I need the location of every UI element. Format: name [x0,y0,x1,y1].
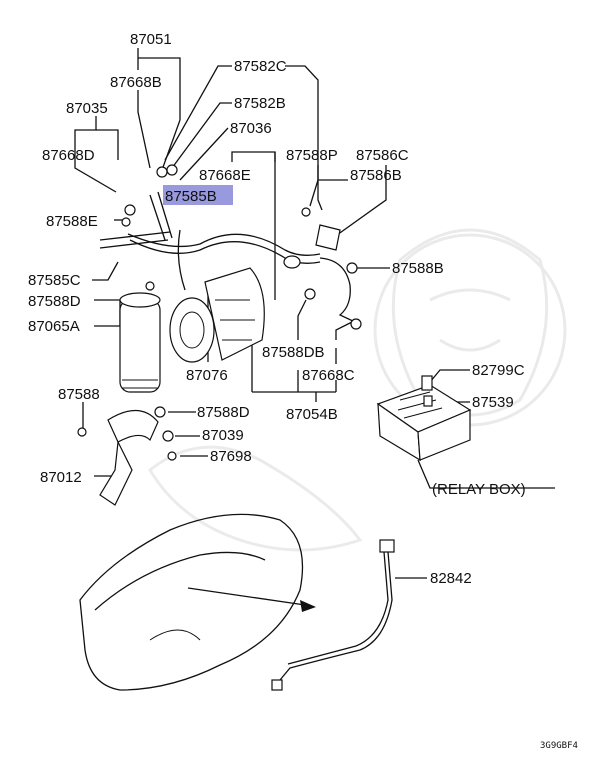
label-87668e: 87668E [199,167,251,184]
label-87668c: 87668C [302,367,355,384]
label-87054b: 87054B [286,406,338,423]
relay-box [376,375,472,462]
part-labels: 87051 87668B 87582C 87582B 87035 87036 8… [28,31,578,751]
label-87036: 87036 [230,120,272,137]
label-87588: 87588 [58,386,100,403]
label-82799c: 82799C [472,362,525,379]
label-87585b: 87585B [165,188,217,205]
label-87076: 87076 [186,367,228,384]
label-87539: 87539 [472,394,514,411]
label-87588p: 87588P [286,147,338,164]
label-relay-box: (RELAY BOX) [432,481,526,498]
figure-code: 3G9GBF4 [540,741,578,751]
label-87588d-left: 87588D [28,293,81,310]
label-87586b: 87586B [350,167,402,184]
label-87668d: 87668D [42,147,95,164]
label-87035: 87035 [66,100,108,117]
label-87588e: 87588E [46,213,98,230]
label-87012: 87012 [40,469,82,486]
label-87586c: 87586C [356,147,409,164]
label-87588b: 87588B [392,260,444,277]
label-87588d-mid: 87588D [197,404,250,421]
label-87585c: 87585C [28,272,81,289]
drier-bracket [99,409,159,506]
label-87065a: 87065A [28,318,80,335]
label-87039: 87039 [202,427,244,444]
label-87698: 87698 [210,448,252,465]
compressor [169,267,265,363]
direction-arrow [187,587,316,612]
watermark-emblem [148,228,567,552]
bolts-fittings [77,164,362,461]
ac-hoses [99,191,356,323]
car-body-outline [79,513,304,691]
label-87668b: 87668B [110,74,162,91]
receiver-drier [119,292,161,393]
highlight-87585b [163,185,233,205]
label-87582c: 87582C [234,58,287,75]
label-87588db: 87588DB [262,344,325,361]
wire-harness [271,539,395,691]
label-82842: 82842 [430,570,472,587]
label-87582b: 87582B [234,95,286,112]
label-87051: 87051 [130,31,172,48]
